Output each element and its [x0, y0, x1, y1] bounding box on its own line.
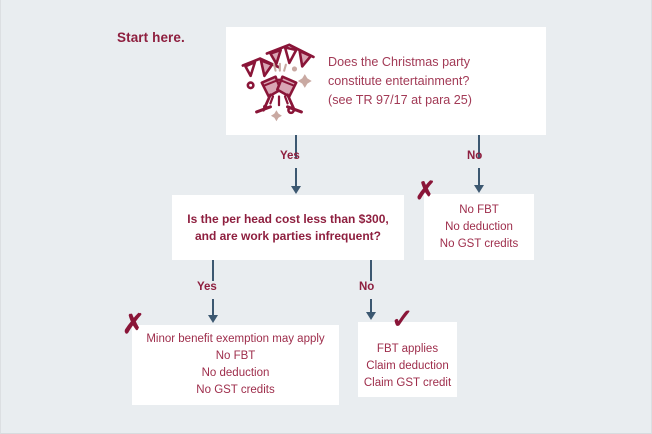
outcome-fbt-applies-text: FBT applies Claim deduction Claim GST cr… [363, 343, 452, 389]
christmas-party-icon [241, 43, 315, 122]
connector-line [478, 168, 480, 187]
question-2-text: Is the per head cost less than $300, and… [187, 211, 389, 243]
connector-arrow [208, 315, 218, 323]
connector-line [212, 299, 214, 317]
question-box-entertainment: Does the Christmas party constitute ente… [226, 27, 546, 135]
connector-label-yes: Yes [280, 150, 300, 162]
question-box-per-head-cost: Is the per head cost less than $300, and… [172, 195, 404, 260]
start-here-label: Start here. [117, 30, 185, 45]
outcome-no-fbt-text: No FBT No deduction No GST credits [439, 203, 519, 250]
outcome-box-no-fbt: No FBT No deduction No GST credits [424, 194, 534, 260]
connector-label-no: No [359, 281, 375, 293]
connector-arrow [474, 185, 484, 193]
connector-label-no: No [467, 150, 483, 162]
connector-line [212, 260, 214, 281]
connector-label-yes: Yes [197, 281, 217, 293]
connector-line [295, 135, 297, 158]
connector-line [295, 168, 297, 188]
cross-mark-icon: ✗ [122, 309, 145, 339]
connector-arrow [366, 312, 376, 320]
check-mark-icon: ✓ [391, 304, 414, 334]
cross-mark-icon: ✗ [415, 177, 436, 205]
outcome-box-fbt-applies: FBT applies Claim deduction Claim GST cr… [358, 322, 457, 397]
outcome-box-minor-benefit: Minor benefit exemption may apply No FBT… [132, 325, 339, 405]
connector-arrow [291, 186, 301, 194]
connector-line [478, 135, 480, 158]
outcome-minor-benefit-text: Minor benefit exemption may apply No FBT… [146, 333, 325, 396]
connector-line [370, 299, 372, 314]
question-1-text: Does the Christmas party constitute ente… [328, 54, 472, 107]
connector-line [370, 260, 372, 281]
